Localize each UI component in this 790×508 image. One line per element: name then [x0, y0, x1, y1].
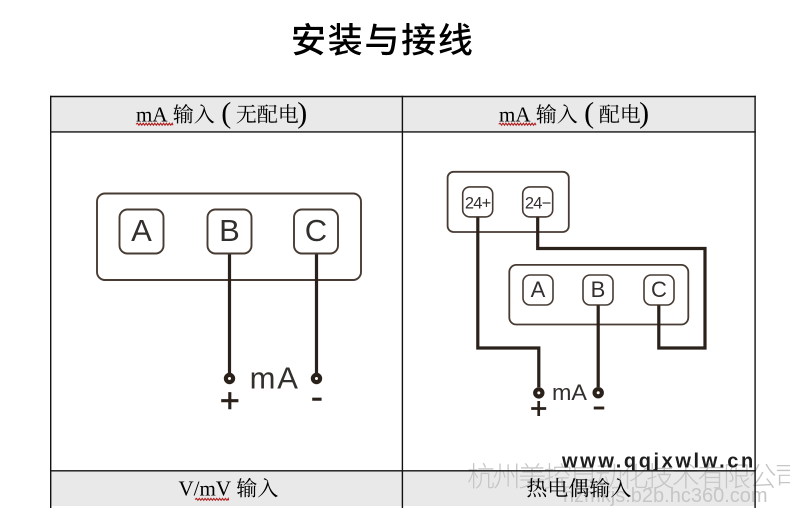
svg-text:C: C	[305, 213, 327, 248]
svg-text:): )	[639, 97, 649, 130]
svg-text:www.qqjxwlw.cn: www.qqjxwlw.cn	[561, 451, 756, 473]
svg-text:B: B	[591, 277, 606, 302]
svg-text:A: A	[531, 277, 546, 302]
svg-text:A: A	[131, 213, 152, 248]
svg-text:A: A	[277, 361, 298, 396]
svg-text:mA: mA	[136, 103, 168, 127]
svg-text:B: B	[219, 213, 240, 248]
svg-text:V/mV: V/mV	[179, 476, 232, 500]
svg-text:hzmkjs.b2b.hc360.com: hzmkjs.b2b.hc360.com	[563, 485, 768, 507]
svg-text:C: C	[651, 277, 667, 302]
svg-text:mA: mA	[499, 103, 531, 127]
svg-text:mA: mA	[552, 380, 587, 405]
svg-text:(: (	[584, 97, 594, 130]
svg-text:m: m	[250, 361, 276, 396]
svg-text:(: (	[221, 97, 231, 130]
svg-text:24−: 24−	[525, 194, 551, 212]
svg-text:24+: 24+	[465, 194, 491, 212]
svg-text:): )	[297, 97, 307, 130]
